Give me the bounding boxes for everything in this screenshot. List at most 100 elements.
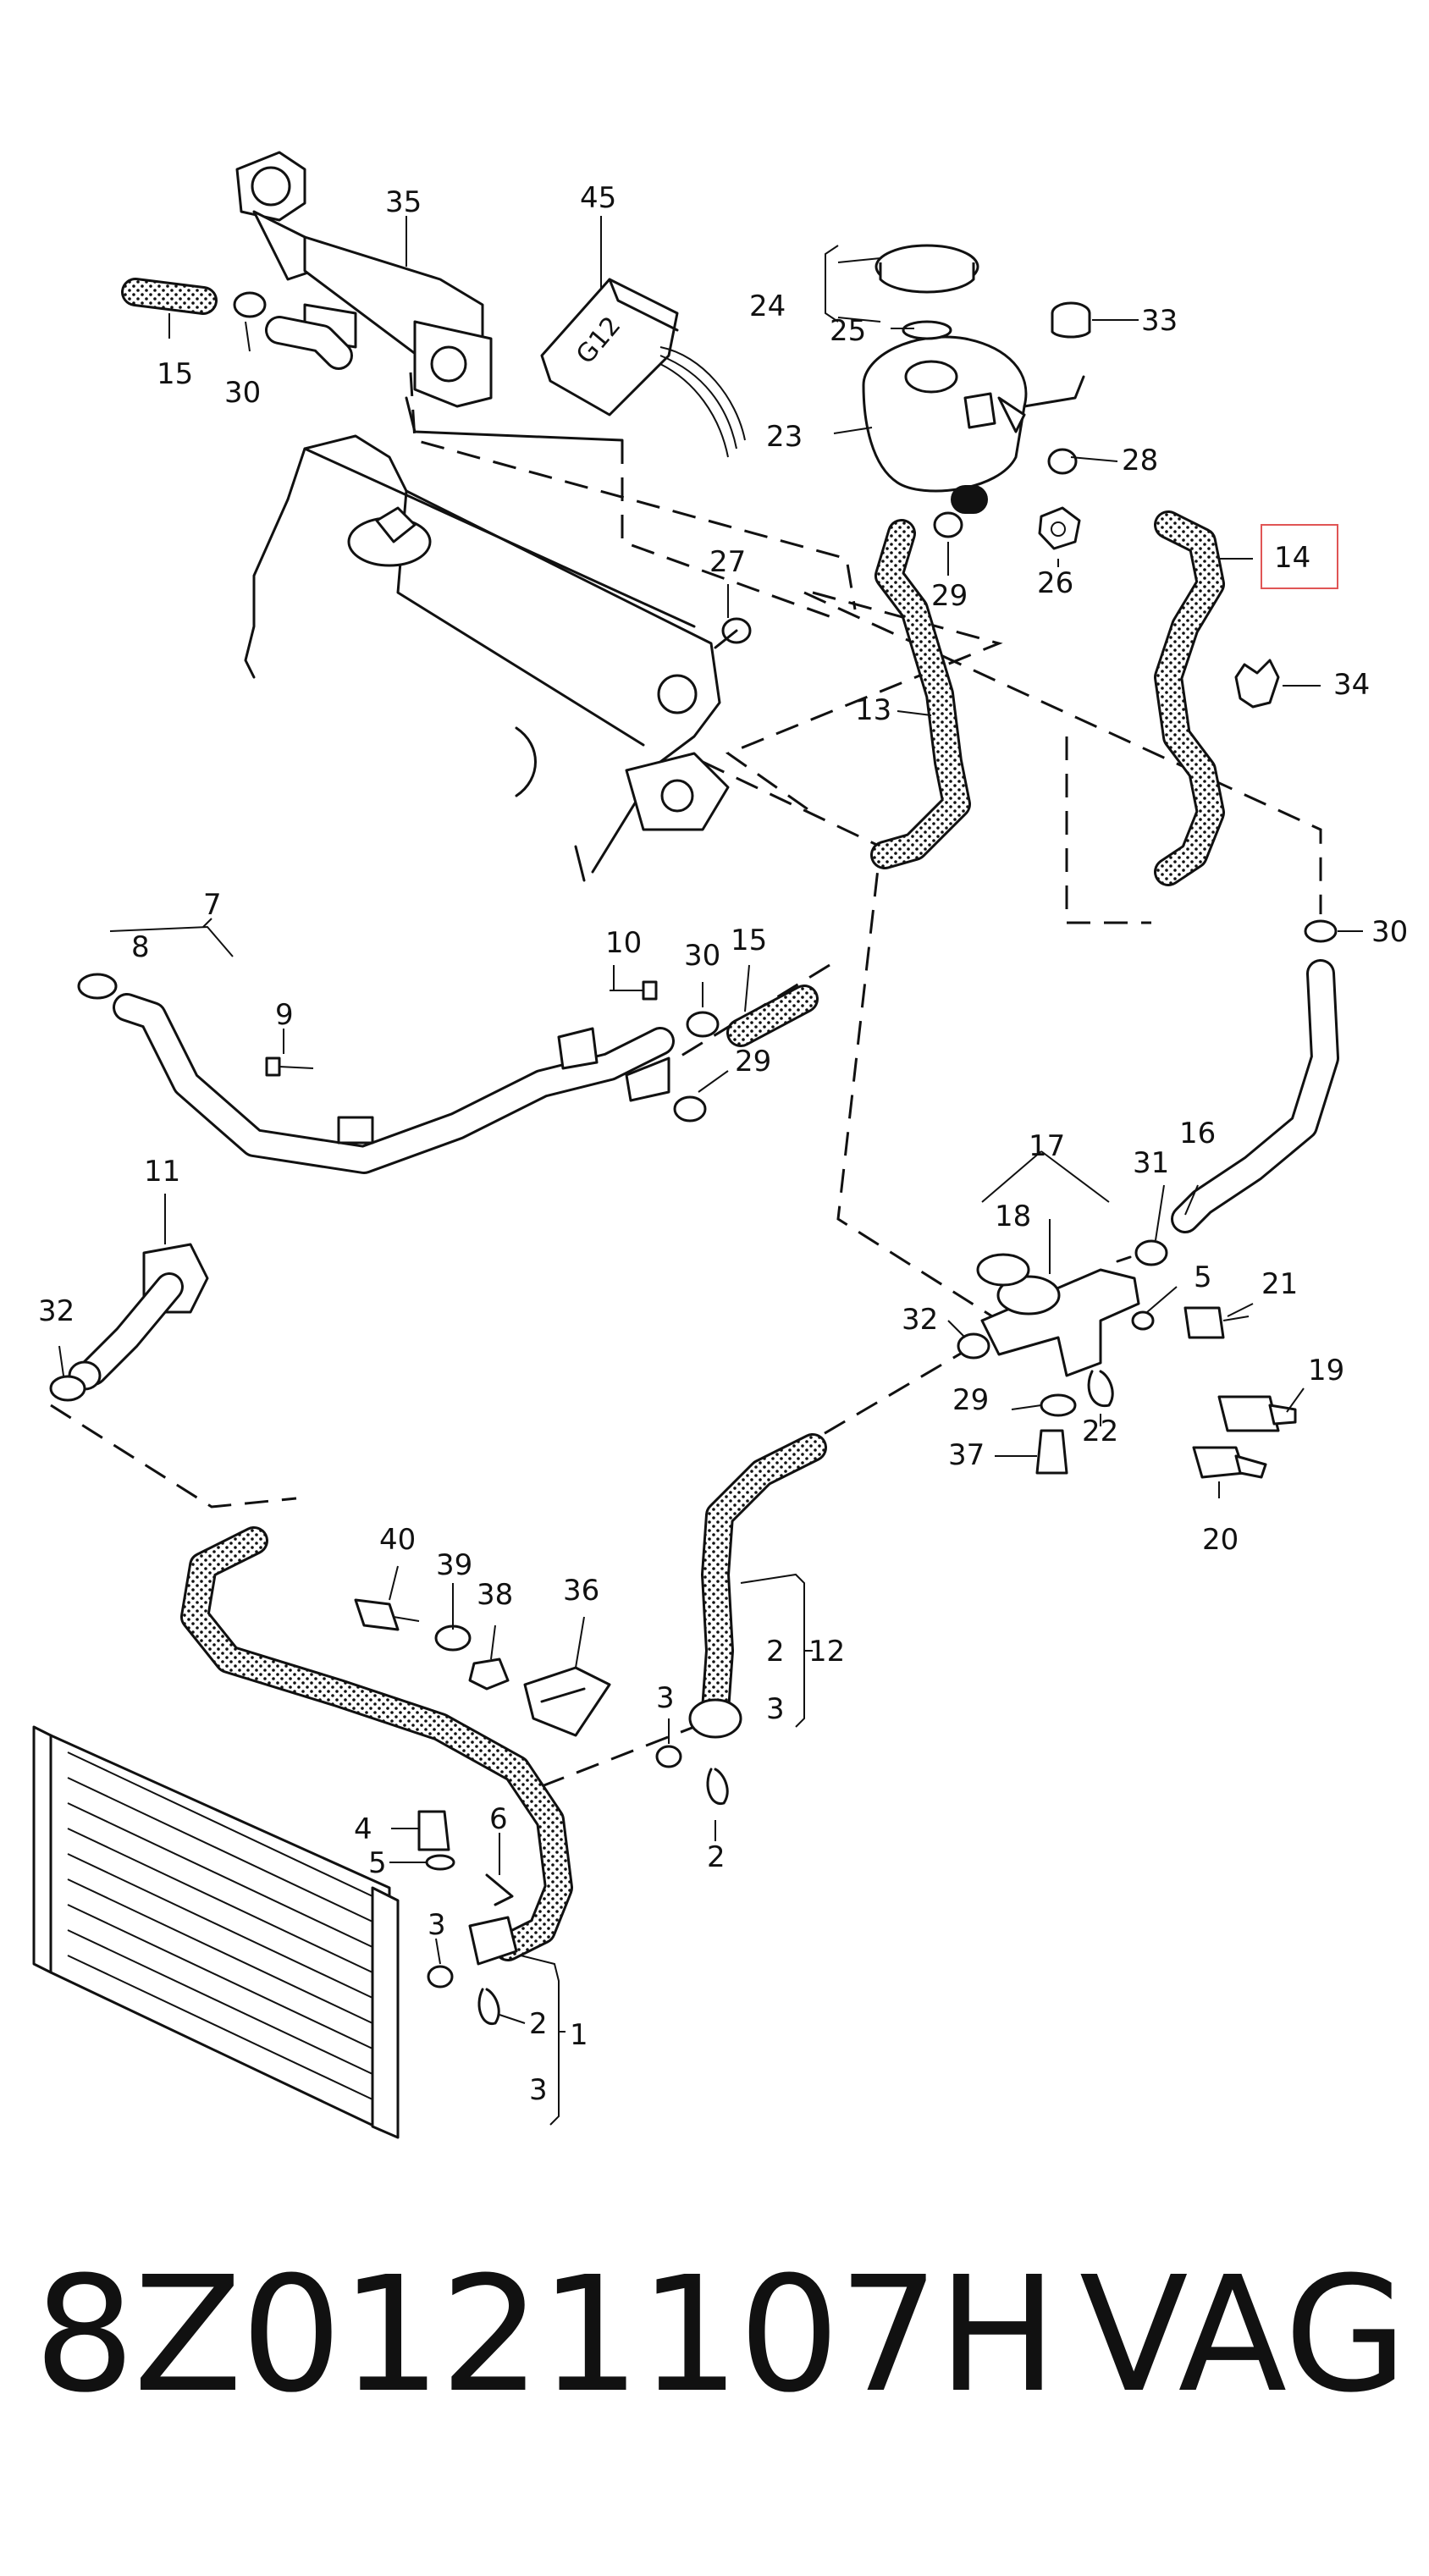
callout-14: 14 — [1274, 541, 1310, 575]
callout-28: 28 — [1122, 444, 1158, 477]
hose-15-upper — [121, 278, 353, 370]
callout-15-upper: 15 — [157, 357, 193, 391]
clip-32-left — [49, 1375, 86, 1402]
callout-32-right: 32 — [902, 1303, 938, 1337]
leader-lines — [58, 216, 1363, 2024]
callout-3-hose: 3 — [766, 1692, 785, 1726]
callout-labels: 35 45 24 25 33 23 28 14 15 30 27 29 26 1… — [38, 181, 1408, 2107]
callout-12: 12 — [808, 1635, 845, 1669]
clip-29-upper — [933, 511, 963, 538]
callout-2-hose: 2 — [766, 1635, 785, 1669]
expansion-tank-cap — [875, 244, 979, 294]
callout-20: 20 — [1202, 1523, 1239, 1557]
callout-29-lower: 29 — [952, 1383, 989, 1417]
oring-18 — [976, 1253, 1030, 1287]
grommet-33 — [1051, 301, 1091, 339]
clip-29-lower — [1040, 1393, 1077, 1417]
seal-5-lower — [425, 1854, 455, 1871]
bracket-36 — [523, 1666, 611, 1737]
callout-6: 6 — [489, 1802, 508, 1836]
highlight-box-14 — [1261, 524, 1338, 589]
clip-2-lower — [477, 1988, 500, 2026]
assembly-guide-lines — [50, 372, 1322, 1788]
sensor-19 — [1217, 1395, 1297, 1432]
callout-37: 37 — [948, 1438, 985, 1472]
hose-12 — [688, 1433, 827, 1739]
cap-seal-ring — [902, 320, 952, 340]
callout-33: 33 — [1141, 304, 1178, 338]
callout-26: 26 — [1037, 566, 1073, 600]
callout-40: 40 — [379, 1523, 416, 1557]
callout-16: 16 — [1179, 1117, 1216, 1150]
callout-9: 9 — [275, 998, 294, 1032]
callout-36: 36 — [563, 1574, 599, 1608]
callout-13: 13 — [855, 693, 891, 727]
callout-3-bottom: 3 — [529, 2073, 548, 2107]
engine-block — [244, 434, 730, 882]
callout-23: 23 — [766, 420, 803, 454]
junction-17 — [980, 1255, 1140, 1377]
callout-30-mid: 30 — [684, 939, 720, 973]
bracket-24-lines — [825, 245, 881, 323]
callout-2-mid: 2 — [707, 1840, 726, 1874]
flange-11 — [68, 1243, 209, 1391]
callout-39: 39 — [436, 1548, 472, 1582]
callout-8: 8 — [131, 930, 150, 964]
callout-10: 10 — [605, 926, 642, 960]
callout-17: 17 — [1029, 1129, 1065, 1163]
callout-30-right: 30 — [1371, 915, 1408, 949]
oring-3-lower — [427, 1965, 454, 1989]
bracket-34 — [1234, 659, 1280, 709]
bracket-1-lines — [520, 1955, 566, 2126]
drain-plug-4 — [417, 1810, 450, 1851]
coolant-sensor-g12: G12 — [540, 278, 746, 458]
clip-6 — [485, 1873, 514, 1906]
callout-31: 31 — [1133, 1146, 1169, 1180]
clip-27 — [714, 617, 752, 649]
callout-21: 21 — [1261, 1267, 1298, 1301]
nut-26 — [1038, 506, 1081, 550]
callout-15-mid: 15 — [731, 924, 767, 957]
parts-diagram: G12 — [32, 151, 1408, 2139]
callout-35: 35 — [385, 185, 422, 219]
callout-5-lower: 5 — [368, 1846, 387, 1880]
clip-30-upper — [233, 291, 267, 318]
hose-13 — [870, 485, 988, 869]
callout-30-upper: 30 — [224, 376, 261, 410]
callout-18: 18 — [995, 1200, 1031, 1233]
oring-8 — [77, 973, 118, 1000]
brand-name: VAG — [1079, 2242, 1408, 2428]
hose-16 — [1171, 959, 1339, 1233]
callout-24: 24 — [749, 290, 786, 323]
bracket-7-lines — [109, 918, 234, 957]
bolt-9 — [265, 1056, 314, 1077]
callout-27: 27 — [709, 545, 746, 579]
nut-38 — [468, 1658, 510, 1691]
callout-38: 38 — [477, 1578, 513, 1612]
clip-39 — [434, 1624, 472, 1652]
clip-28 — [1047, 448, 1078, 475]
callout-19: 19 — [1308, 1354, 1344, 1387]
oring-3-mid — [655, 1745, 682, 1768]
callout-4: 4 — [354, 1812, 372, 1846]
outlet-1 — [468, 1916, 518, 1966]
egr-cooler — [235, 151, 624, 442]
clip-32-right — [957, 1332, 990, 1360]
callout-29-upper: 29 — [931, 579, 968, 613]
seal-5-upper — [1131, 1310, 1155, 1331]
callout-32-left: 32 — [38, 1294, 74, 1328]
clip-22 — [1087, 1370, 1114, 1408]
clip-30-mid — [686, 1011, 720, 1038]
coolant-pipe-7 — [113, 993, 675, 1174]
callout-2-lower: 2 — [529, 2007, 548, 2041]
part-number: 8Z0121107H — [34, 2242, 1057, 2428]
callout-3-mid: 3 — [656, 1681, 675, 1715]
callout-34: 34 — [1333, 668, 1370, 702]
callout-1: 1 — [570, 2018, 588, 2052]
hose-14 — [1154, 510, 1225, 886]
clip-2-mid — [706, 1768, 729, 1806]
clip-30-right — [1304, 919, 1338, 943]
bolt-40 — [354, 1598, 420, 1631]
hose-15-mid — [726, 985, 819, 1047]
expansion-tank — [862, 335, 1085, 493]
